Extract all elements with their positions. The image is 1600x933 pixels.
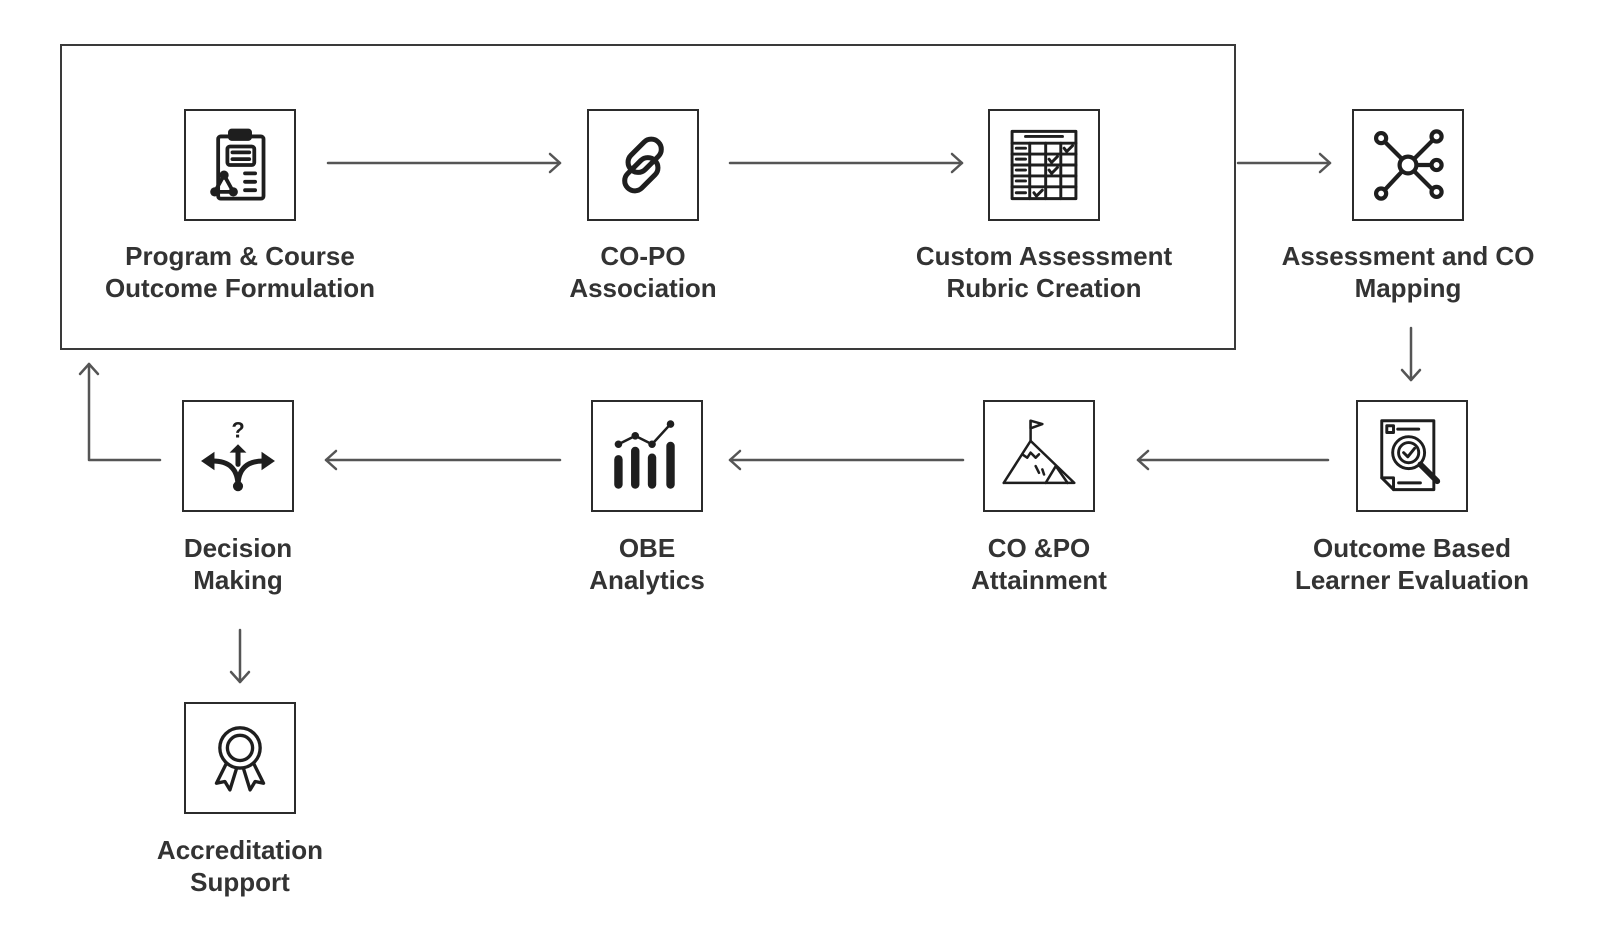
chain-link-icon	[622, 136, 664, 194]
label-line: Support	[190, 867, 290, 897]
node-assessment-co-mapping	[1352, 109, 1464, 221]
node-label-outcome-based-evaluation: Outcome Based Learner Evaluation	[1242, 532, 1582, 596]
arrow-mapping-to-evaluation	[1400, 326, 1422, 382]
label-line: CO &PO	[987, 533, 1091, 563]
document-magnifier-icon	[1380, 419, 1441, 492]
arrow-analytics-to-decision	[324, 449, 562, 471]
node-label-accreditation-support: Accreditation Support	[70, 834, 410, 898]
arrow-outcome-to-association	[326, 152, 562, 174]
label-line: Analytics	[589, 565, 705, 595]
arrow-rubric-to-mapping	[1236, 152, 1332, 174]
label-line: Learner Evaluation	[1294, 565, 1530, 595]
clipboard-network-icon	[210, 128, 266, 201]
label-line: Outcome Formulation	[104, 273, 376, 303]
label-line: Outcome Based	[1313, 533, 1511, 563]
mountain-flag-icon	[1002, 419, 1076, 485]
node-label-custom-assessment-rubric: Custom Assessment Rubric Creation	[874, 240, 1214, 304]
label-line: Assessment and CO	[1281, 241, 1535, 271]
label-line: Making	[193, 565, 283, 595]
node-custom-assessment-rubric	[988, 109, 1100, 221]
label-line: CO-PO	[600, 241, 686, 271]
label-line: Accreditation	[156, 835, 324, 865]
label-line: Association	[569, 273, 717, 303]
arrow-association-to-rubric	[728, 152, 964, 174]
rubric-grid-icon	[1010, 129, 1078, 201]
node-outcome-based-evaluation	[1356, 400, 1468, 512]
bar-trend-icon	[614, 420, 675, 489]
arrow-attainment-to-analytics	[728, 449, 965, 471]
node-label-program-course-outcome: Program & Course Outcome Formulation	[70, 240, 410, 304]
node-co-po-association	[587, 109, 699, 221]
arrow-decision-loop-back	[78, 362, 162, 462]
node-co-po-attainment	[983, 400, 1095, 512]
label-line: OBE	[618, 533, 676, 563]
node-label-decision-making: Decision Making	[68, 532, 408, 596]
node-accreditation-support	[184, 702, 296, 814]
node-program-course-outcome	[184, 109, 296, 221]
arrow-evaluation-to-attainment	[1136, 449, 1330, 471]
award-ribbon-icon	[214, 726, 266, 792]
network-hub-icon	[1373, 129, 1444, 201]
crossroads-question-icon: ?	[201, 418, 275, 492]
label-line: Mapping	[1354, 273, 1462, 303]
node-obe-analytics	[591, 400, 703, 512]
arrow-decision-to-accreditation	[229, 628, 251, 684]
label-line: Rubric Creation	[946, 273, 1142, 303]
node-label-co-po-attainment: CO &PO Attainment	[869, 532, 1209, 596]
node-decision-making: ?	[182, 400, 294, 512]
node-label-obe-analytics: OBE Analytics	[477, 532, 817, 596]
svg-text:?: ?	[231, 418, 244, 443]
label-line: Program & Course	[125, 241, 355, 271]
label-line: Decision	[183, 533, 293, 563]
node-label-assessment-co-mapping: Assessment and CO Mapping	[1238, 240, 1578, 304]
outcome-definition-group-frame	[60, 44, 1236, 350]
label-line: Custom Assessment	[915, 241, 1173, 271]
label-line: Attainment	[971, 565, 1107, 595]
node-label-co-po-association: CO-PO Association	[473, 240, 813, 304]
